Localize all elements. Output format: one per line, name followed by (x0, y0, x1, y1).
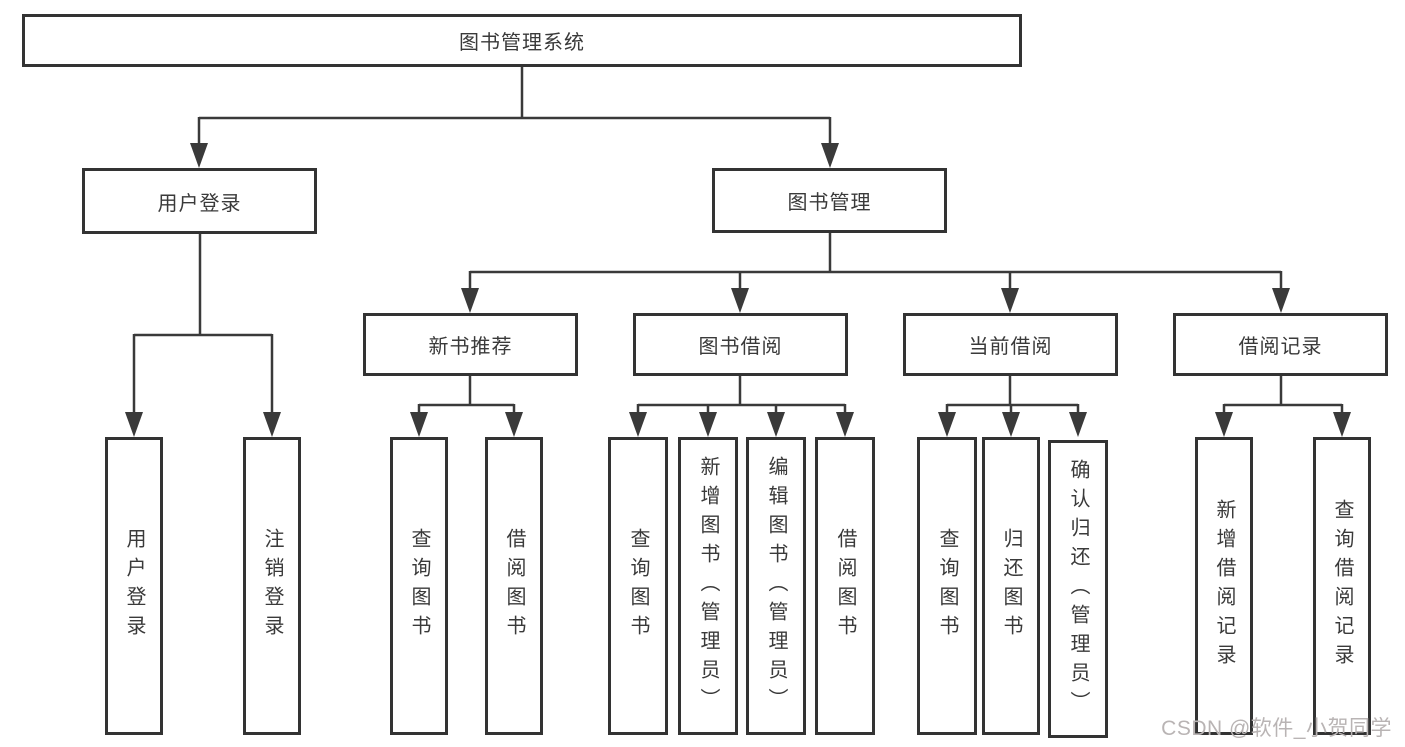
node-recommend-query-books-label: 查询图书 (408, 528, 430, 644)
node-borrow-add-books-admin-label: 新增图书（管理员） (697, 455, 719, 717)
node-root-label: 图书管理系统 (459, 32, 585, 54)
node-book-management: 图书管理 (712, 168, 947, 233)
node-borrow-borrow-books-label: 借阅图书 (834, 528, 856, 644)
node-current-confirm-return-admin: 确认归还（管理员） (1048, 440, 1108, 738)
node-borrow-query-books: 查询图书 (608, 437, 668, 735)
node-recommend-borrow-books-label: 借阅图书 (503, 528, 525, 644)
node-records-query-borrow-record-label: 查询借阅记录 (1331, 499, 1353, 673)
node-recommend-query-books: 查询图书 (390, 437, 448, 735)
node-logout: 注销登录 (243, 437, 301, 735)
node-recommend-borrow-books: 借阅图书 (485, 437, 543, 735)
node-user-login-label: 用户登录 (157, 192, 242, 215)
node-book-management-label: 图书管理 (787, 192, 872, 214)
node-logout-label: 注销登录 (261, 528, 283, 644)
node-current-confirm-return-admin-label: 确认归还（管理员） (1067, 458, 1089, 720)
node-current-query-books-label: 查询图书 (936, 528, 958, 644)
node-records-add-borrow-record-label: 新增借阅记录 (1213, 499, 1235, 673)
node-borrow-edit-books-admin: 编辑图书（管理员） (746, 437, 806, 735)
node-records-add-borrow-record: 新增借阅记录 (1195, 437, 1253, 735)
node-borrow-records-label: 借阅记录 (1238, 336, 1323, 358)
node-user-login-action-label: 用户登录 (123, 528, 145, 644)
node-root: 图书管理系统 (22, 14, 1022, 67)
node-user-login-action: 用户登录 (105, 437, 163, 735)
node-borrow-query-books-label: 查询图书 (627, 528, 649, 644)
node-user-login: 用户登录 (82, 168, 317, 234)
node-current-return-books: 归还图书 (982, 437, 1040, 735)
node-book-borrow-label: 图书借阅 (698, 336, 783, 358)
node-current-query-books: 查询图书 (917, 437, 977, 735)
node-borrow-records: 借阅记录 (1173, 313, 1388, 376)
node-borrow-add-books-admin: 新增图书（管理员） (678, 437, 738, 735)
node-records-query-borrow-record: 查询借阅记录 (1313, 437, 1371, 735)
node-current-borrow: 当前借阅 (903, 313, 1118, 376)
node-new-book-recommend-label: 新书推荐 (428, 336, 513, 358)
node-current-borrow-label: 当前借阅 (968, 336, 1053, 358)
node-current-return-books-label: 归还图书 (1000, 528, 1022, 644)
csdn-watermark: CSDN @软件_小贺同学 (1161, 717, 1392, 740)
node-borrow-edit-books-admin-label: 编辑图书（管理员） (765, 455, 787, 717)
node-new-book-recommend: 新书推荐 (363, 313, 578, 376)
node-borrow-borrow-books: 借阅图书 (815, 437, 875, 735)
node-book-borrow: 图书借阅 (633, 313, 848, 376)
